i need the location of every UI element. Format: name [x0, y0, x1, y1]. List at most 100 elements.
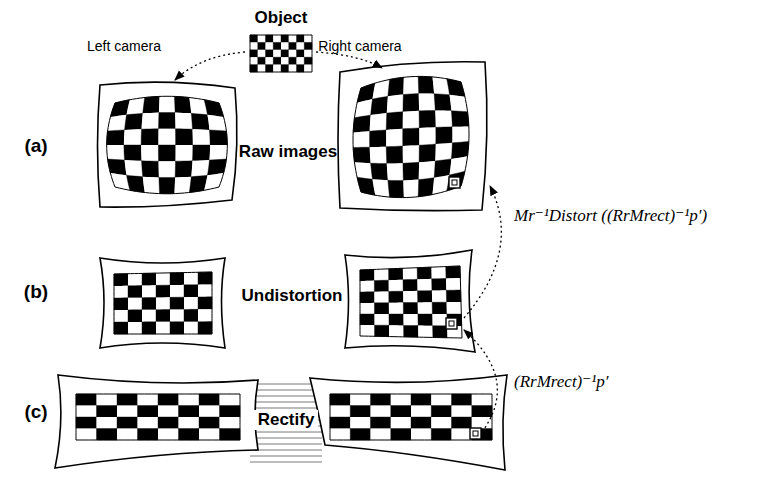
checker-cell [387, 94, 404, 113]
checker-cell [370, 147, 387, 164]
checker-cell [184, 297, 198, 309]
checker-cell [360, 303, 374, 314]
checker-cell [389, 291, 404, 303]
checker-cell [159, 161, 176, 177]
checker-cell [199, 406, 220, 418]
checker-cell [158, 429, 179, 441]
checker-cell [124, 145, 142, 161]
checker-cell [452, 417, 472, 429]
checker-cell [297, 42, 305, 49]
checker-cell [418, 291, 433, 303]
checker-cell [114, 322, 128, 334]
checker-cell [431, 267, 446, 279]
checker-cell [353, 131, 370, 147]
image-frame [345, 250, 475, 352]
checker-cell [389, 314, 404, 325]
checker-cell [389, 268, 403, 280]
checker-cell [418, 76, 434, 93]
image-frame [338, 62, 487, 211]
checker-cell [117, 406, 138, 418]
checker-cell [138, 417, 159, 429]
checkerboard [353, 76, 469, 197]
checker-cell [114, 286, 128, 298]
checker-cell [431, 429, 451, 441]
checker-cell [114, 310, 128, 322]
checker-cell [435, 111, 452, 128]
mapping-arrow [464, 330, 497, 432]
checker-cell [192, 145, 210, 161]
checker-cell [417, 279, 432, 291]
checker-cell [289, 35, 297, 42]
checker-cell [128, 322, 142, 334]
checker-cell [142, 310, 156, 322]
checker-cell [447, 302, 462, 314]
checker-cell [220, 406, 241, 418]
checker-cell [266, 35, 274, 42]
checker-cell [330, 417, 350, 429]
pixel-marker-inner [473, 431, 478, 436]
checker-cell [250, 50, 258, 57]
checker-cell [97, 417, 118, 429]
checker-cell [97, 394, 118, 406]
checker-cell [128, 298, 142, 310]
checker-cell [170, 309, 184, 321]
checker-cell [371, 163, 388, 180]
checker-cell [184, 285, 198, 298]
epipolar-line [250, 402, 322, 403]
checker-cell [198, 322, 212, 334]
checker-cell [446, 266, 461, 278]
object-target: Object [236, 8, 326, 76]
checker-cell [281, 35, 289, 42]
checker-cell [403, 180, 418, 198]
checker-cell [389, 280, 403, 292]
checker-cell [403, 128, 420, 146]
epipolar-line [250, 456, 322, 457]
mapping-formula: (RrMrect)⁻¹p′ [512, 372, 611, 392]
checker-cell [184, 272, 198, 285]
checker-cell [258, 35, 266, 42]
checker-cell [452, 429, 472, 441]
checker-cell [158, 406, 179, 418]
checker-cell [156, 322, 170, 334]
checker-cell [175, 145, 192, 161]
checker-cell [142, 297, 156, 309]
checker-cell [158, 129, 175, 145]
mapping-arrow [464, 186, 501, 318]
checker-cell [199, 394, 220, 406]
checker-cell [297, 35, 305, 42]
checker-cell [375, 325, 390, 336]
checker-cell [472, 406, 492, 418]
checker-cell [446, 278, 461, 290]
checker-cell [411, 429, 431, 441]
checker-cell [403, 302, 418, 314]
pixel-marker [446, 318, 457, 329]
checker-cell [175, 113, 192, 130]
checker-cell [199, 429, 220, 441]
checker-cell [433, 326, 448, 338]
projection-arrow [175, 52, 245, 80]
epipolar-line [250, 408, 322, 409]
checker-cell [434, 94, 451, 111]
checker-cell [76, 394, 97, 406]
checker-cell [353, 147, 370, 163]
checker-cell [184, 309, 198, 321]
epipolar-line [250, 432, 322, 433]
checker-cell [386, 112, 403, 130]
camera-label: Left camera [87, 38, 161, 54]
checker-cell [258, 50, 266, 57]
checker-cell [297, 50, 305, 57]
checker-cell [266, 50, 274, 57]
image-frame [98, 82, 237, 207]
checker-cell [418, 314, 433, 326]
checker-cell [209, 145, 227, 160]
checker-cell [142, 273, 156, 285]
checker-cell [360, 325, 375, 336]
checker-cell [220, 394, 241, 406]
checker-cell [289, 42, 297, 49]
epipolar-lines [250, 384, 322, 462]
checker-cell [158, 145, 175, 161]
checker-cell [391, 417, 411, 429]
checker-cell [418, 302, 433, 314]
checker-cell [142, 322, 156, 334]
